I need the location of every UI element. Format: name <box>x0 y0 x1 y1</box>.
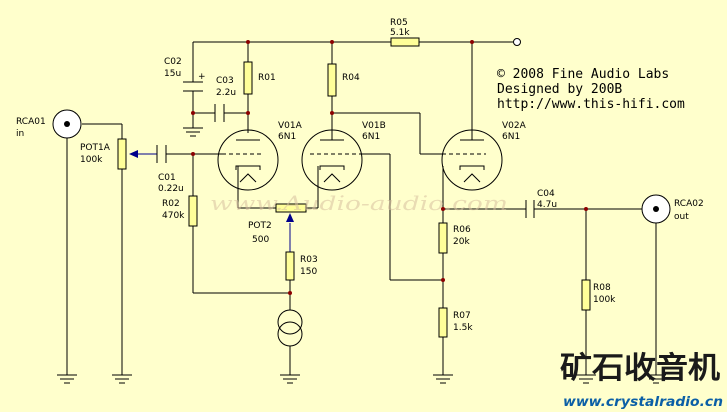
label-c03: C03 <box>216 76 234 86</box>
label-r03: R03 <box>300 255 318 265</box>
label-r07: R07 <box>453 311 471 321</box>
credit-designer: Designed by 200B <box>497 82 622 97</box>
label-c04-value: 4.7u <box>537 200 557 210</box>
tube-v02a <box>441 129 503 191</box>
credit-copyright: © 2008 Fine Audio Labs <box>497 67 669 82</box>
watermark-cn: 矿石收音机 <box>560 351 720 386</box>
resistor-r05 <box>390 37 420 47</box>
label-v02a: V02A <box>502 121 527 131</box>
label-c04: C04 <box>537 189 555 199</box>
resistor-r06 <box>438 222 448 254</box>
label-r06-value: 20k <box>453 237 470 247</box>
junction-dots <box>191 40 588 295</box>
potentiometer-pot1a <box>117 138 138 170</box>
capacitor-c04 <box>525 200 535 218</box>
label-rca02: RCA02 <box>674 199 704 209</box>
label-r02-value: 470k <box>162 211 185 221</box>
svg-text:+: + <box>198 72 206 82</box>
tube-v01a <box>217 129 279 191</box>
capacitor-c03 <box>214 104 225 122</box>
resistor-r01 <box>243 61 253 95</box>
label-c03-value: 2.2u <box>216 88 236 98</box>
rca-jack-out <box>641 194 671 224</box>
resistor-r03 <box>285 251 295 281</box>
label-pot2-value: 500 <box>252 235 269 245</box>
current-source <box>277 309 303 347</box>
label-r04: R04 <box>342 73 360 83</box>
resistor-r07 <box>438 307 448 338</box>
bplus-terminal <box>513 38 521 46</box>
credit-url: http://www.this-hifi.com <box>497 97 685 112</box>
label-pot1a: POT1A <box>80 143 111 153</box>
label-r05-value: 5.1k <box>390 28 410 38</box>
label-r06: R06 <box>453 225 471 235</box>
label-r01: R01 <box>258 73 276 83</box>
ground-symbols <box>57 127 666 384</box>
label-rca01: RCA01 <box>16 117 46 127</box>
capacitor-c02: + <box>183 72 206 92</box>
label-v01a-value: 6N1 <box>278 132 296 142</box>
label-c02-value: 15u <box>164 69 181 79</box>
label-c01: C01 <box>158 173 176 183</box>
capacitor-c01 <box>156 145 167 163</box>
watermark-audio: www.Audio-audio.com <box>210 191 508 215</box>
label-r08-value: 100k <box>593 295 616 305</box>
resistor-r04 <box>327 63 337 97</box>
tube-v01b <box>301 129 363 191</box>
label-pot2: POT2 <box>248 221 272 231</box>
label-r05: R05 <box>390 18 408 28</box>
label-r07-value: 1.5k <box>453 323 473 333</box>
label-rca02-desc: out <box>674 212 689 222</box>
label-rca01-desc: in <box>16 129 24 139</box>
label-v02a-value: 6N1 <box>502 132 520 142</box>
resistor-r08 <box>581 279 591 311</box>
label-v01a: V01A <box>278 121 303 131</box>
label-v01b: V01B <box>362 121 386 131</box>
watermark-url: www.crystalradio.cn <box>563 395 723 410</box>
label-pot1a-value: 100k <box>80 155 103 165</box>
label-r08: R08 <box>593 283 611 293</box>
label-c02: C02 <box>164 57 182 67</box>
rca-jack-in <box>52 109 82 139</box>
resistor-r02 <box>188 195 198 227</box>
label-r03-value: 150 <box>300 267 317 277</box>
potentiometer-pot2 <box>275 203 307 222</box>
wiring <box>66 41 657 375</box>
label-v01b-value: 6N1 <box>362 132 380 142</box>
label-r02: R02 <box>162 199 180 209</box>
label-c01-value: 0.22u <box>158 184 184 194</box>
